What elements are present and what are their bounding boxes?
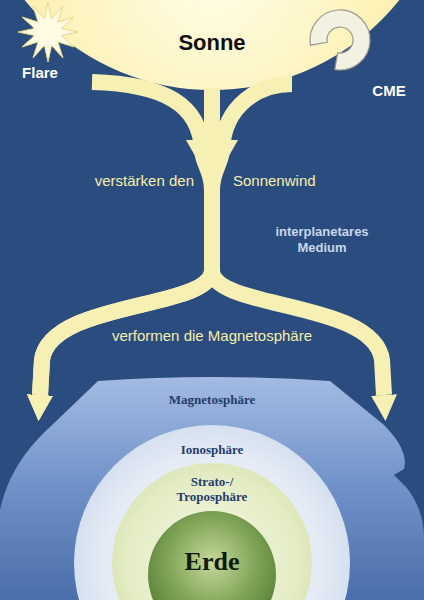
sun-disc [0, 0, 424, 90]
diagram-node: Strato-/ TroposphäreErde [112, 463, 312, 600]
diagram-node: IonosphäreStrato-/ TroposphäreErde [74, 425, 350, 600]
annotation-label: Sonnenwind [233, 172, 343, 190]
solar-wind-arrow [212, 84, 384, 395]
solar-wind-arrow [40, 88, 212, 395]
annotation-label: verstärken den [70, 172, 194, 190]
node-label: Ionosphäre [112, 443, 312, 458]
diagram-node: Erde [148, 511, 276, 600]
annotation-label: interplanetares Medium [262, 224, 382, 255]
annotation-label: verformen die Magnetosphäre [62, 327, 362, 345]
diagram-node: CME [292, 2, 420, 102]
node-label: Magnetosphäre [112, 393, 312, 408]
node-label: Erde [148, 547, 276, 577]
node-label: Sonne [120, 30, 304, 55]
diagram-node: MagnetosphäreIonosphäreStrato-/ Troposph… [0, 375, 424, 600]
diagram-node: Flare [8, 2, 92, 90]
solar-wind-arrow [40, 82, 212, 395]
diagram-node: Sonne [120, 0, 304, 88]
node-label: Flare [10, 64, 70, 81]
node-label: CME [362, 82, 416, 99]
node-label: Strato-/ Troposphäre [157, 475, 267, 505]
